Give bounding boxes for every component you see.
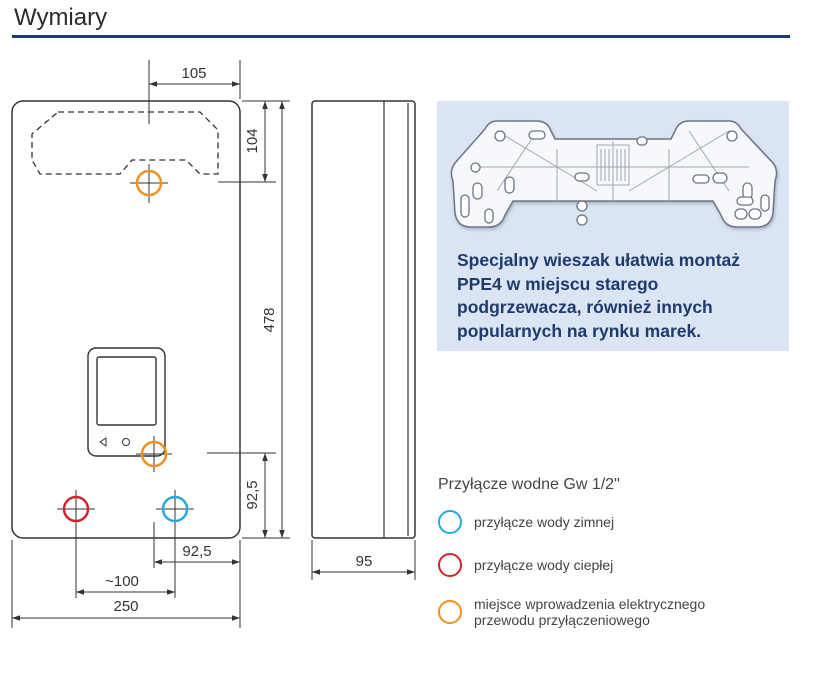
hidden-outline bbox=[31, 111, 219, 175]
left-arrow-icon bbox=[99, 437, 107, 447]
legend-label: miejsce wprowadzenia elektrycznego przew… bbox=[474, 596, 706, 628]
dim-total-width: 250 bbox=[113, 598, 138, 615]
page-title: Wymiary bbox=[14, 4, 108, 31]
legend-label: przyłącze wody ciepłej bbox=[474, 557, 614, 573]
dim-total-height: 478 bbox=[261, 307, 278, 332]
legend-item-hot-water: przyłącze wody ciepłej bbox=[438, 553, 613, 577]
display-screen bbox=[96, 356, 157, 426]
title-underline bbox=[12, 35, 790, 38]
legend-item-electric: miejsce wprowadzenia elektrycznego przew… bbox=[438, 596, 758, 628]
electric-entry-top bbox=[130, 164, 168, 203]
hot-water-circle-icon bbox=[438, 553, 462, 577]
legend-item-cold-water: przyłącze wody zimnej bbox=[438, 510, 614, 534]
cold-water-connection bbox=[156, 490, 194, 528]
legend-label: przyłącze wody zimnej bbox=[474, 514, 615, 530]
control-panel bbox=[87, 347, 166, 457]
dim-connection-spacing: ~100 bbox=[105, 573, 139, 590]
info-panel: Specjalny wieszak ułatwia montaż PPE4 w … bbox=[437, 101, 789, 351]
dim-depth: 95 bbox=[356, 553, 373, 570]
hot-water-connection bbox=[57, 490, 95, 528]
dim-bottom-connection-height: 92,5 bbox=[244, 480, 261, 509]
info-text: Specjalny wieszak ułatwia montaż PPE4 w … bbox=[457, 250, 741, 341]
dim-top-height: 104 bbox=[244, 128, 261, 153]
front-view-body bbox=[11, 100, 241, 539]
electric-circle-icon bbox=[438, 600, 462, 624]
mounting-bracket-illustration bbox=[450, 120, 778, 228]
dim-bottom-connection-width: 92,5 bbox=[182, 543, 211, 560]
dim-top-offset: 105 bbox=[181, 65, 206, 82]
electric-entry-bottom bbox=[136, 436, 172, 472]
side-view-body bbox=[311, 100, 416, 539]
legend-title: Przyłącze wodne Gw 1/2" bbox=[438, 476, 620, 493]
cold-water-circle-icon bbox=[438, 510, 462, 534]
ok-button-icon bbox=[122, 438, 130, 446]
